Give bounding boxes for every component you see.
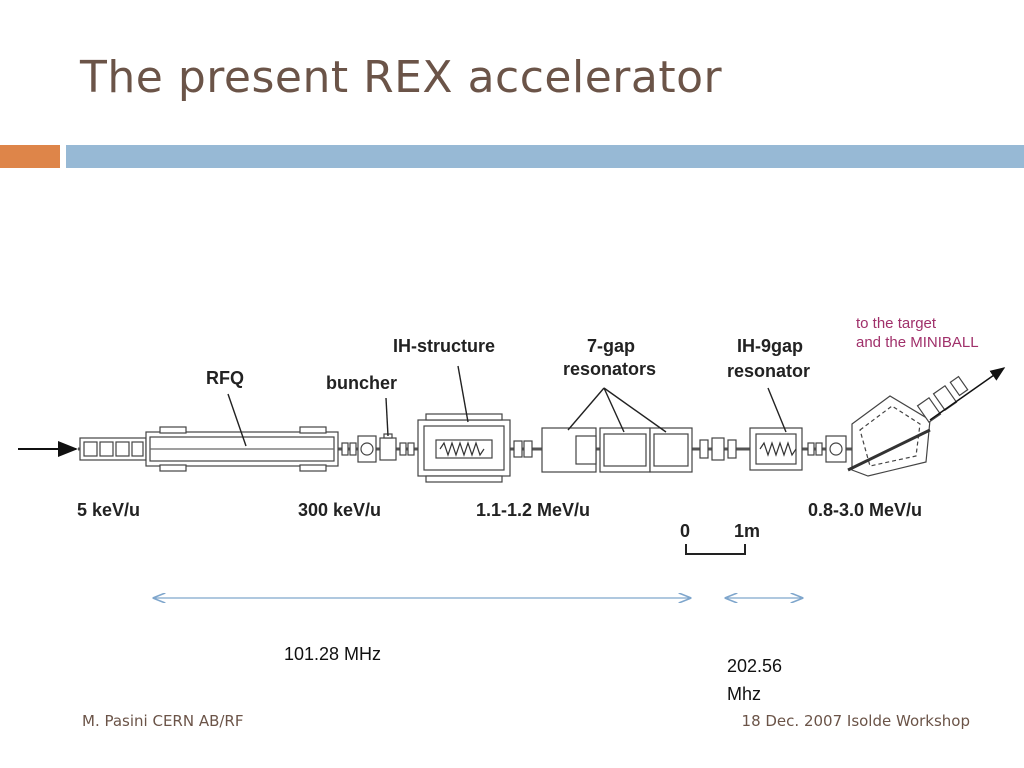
seven-gap-resonators	[541, 427, 693, 473]
label-ih-structure: IH-structure	[393, 336, 495, 356]
label-ih9gap-line2: resonator	[727, 361, 810, 381]
energy-1p1mev: 1.1-1.2 MeV/u	[476, 500, 590, 520]
pointer-ih9gap	[767, 387, 787, 433]
scale-one-meter: 1m	[734, 521, 760, 541]
quadrupoles-2	[513, 440, 533, 458]
accent-bar-blue	[66, 145, 1024, 168]
ih-9gap-resonator	[749, 427, 803, 471]
bending-magnet	[847, 375, 969, 477]
energy-5kev: 5 keV/u	[77, 500, 140, 520]
pointer-rfq	[227, 393, 247, 447]
buncher-cavity	[379, 433, 415, 461]
frequency-label-202mhz: 202.56 Mhz	[727, 652, 817, 708]
quadrupoles-3	[699, 437, 737, 461]
rfq-tank	[145, 426, 339, 472]
beam-output-arrow	[929, 367, 1006, 421]
frequency-label-101mhz: 101.28 MHz	[284, 644, 382, 664]
label-target-line2: and the MINIBALL	[856, 334, 979, 351]
ih-structure-cavity	[417, 413, 511, 483]
pointer-7gap-b	[603, 387, 625, 433]
label-ih9gap-line1: IH-9gap	[737, 336, 803, 356]
quadrupoles-4	[807, 435, 847, 463]
pointer-7gap-a	[567, 387, 605, 431]
scale-zero: 0	[680, 521, 690, 541]
accent-bar-orange	[0, 145, 60, 168]
frequency-202-value: 202.56	[727, 656, 783, 676]
label-target-line1: to the target	[856, 315, 937, 332]
slide-title: The present REX accelerator	[80, 52, 723, 103]
label-7gap-line1: 7-gap	[587, 336, 635, 356]
frequency-202-unit: Mhz	[727, 684, 762, 704]
footer-date-event: 18 Dec. 2007 Isolde Workshop	[741, 712, 970, 730]
footer-author: M. Pasini CERN AB/RF	[82, 712, 244, 730]
scale-bar	[685, 544, 746, 555]
label-buncher: buncher	[326, 373, 397, 393]
pointer-7gap-c	[603, 387, 667, 433]
label-7gap-line2: resonators	[563, 359, 656, 379]
label-rfq: RFQ	[206, 368, 244, 388]
energy-300kev: 300 keV/u	[298, 500, 381, 520]
injector-section	[79, 437, 147, 461]
quadrupoles-1	[341, 435, 377, 463]
energy-0p8mev: 0.8-3.0 MeV/u	[808, 500, 922, 520]
pointer-ih-structure	[457, 365, 469, 423]
pointer-buncher	[385, 397, 389, 437]
